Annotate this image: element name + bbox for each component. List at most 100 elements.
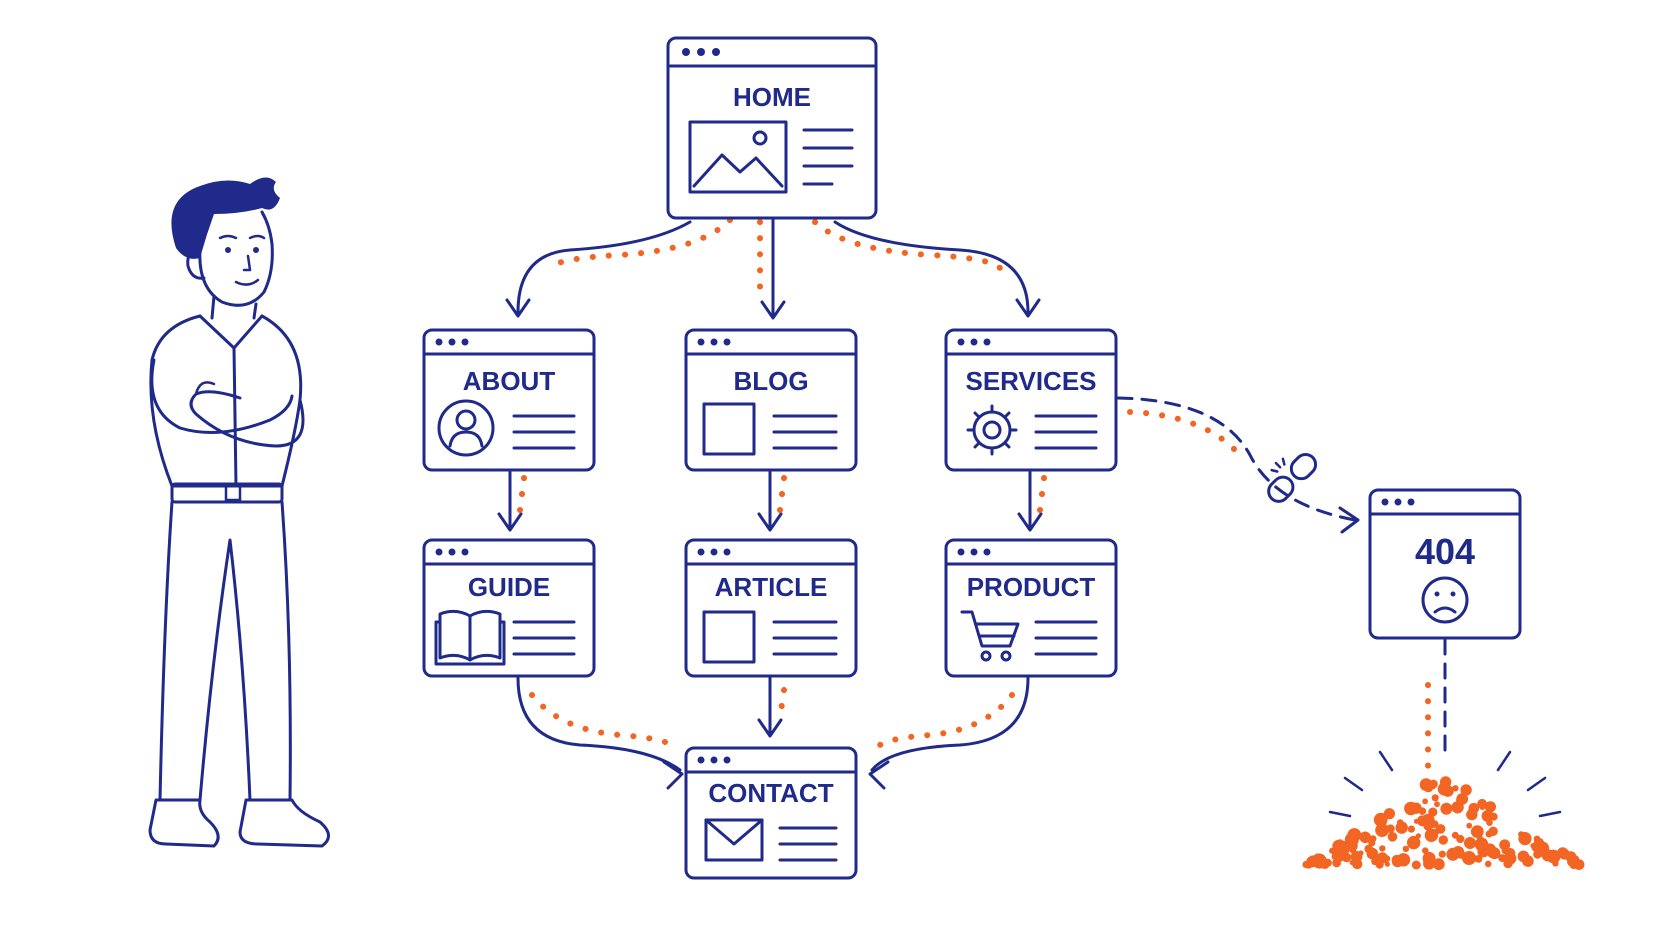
- window-dot: [970, 548, 978, 556]
- crumb: [1416, 815, 1428, 827]
- window-dot: [710, 338, 718, 346]
- crumb: [1518, 831, 1525, 838]
- window-dot: [448, 548, 456, 556]
- belt-buckle: [224, 484, 242, 502]
- text-lines: [512, 414, 576, 450]
- crumb: [1441, 785, 1454, 797]
- eyebrow: [218, 234, 266, 240]
- window-dot: [1381, 498, 1389, 506]
- page-label-blog: BLOG: [733, 366, 808, 396]
- page-card-home: HOME: [666, 36, 878, 220]
- crumb: [1319, 858, 1330, 869]
- trail-guide-contact: [529, 692, 675, 748]
- gear-icon: [966, 404, 1018, 456]
- open-book-icon: [434, 609, 506, 666]
- crumb: [1488, 826, 1498, 836]
- window-dot: [448, 338, 456, 346]
- crumb: [1423, 857, 1436, 870]
- crumb: [1338, 842, 1351, 854]
- crumb: [1314, 853, 1321, 860]
- hand: [194, 381, 216, 396]
- card-frame: [1368, 488, 1522, 640]
- card-frame: [944, 538, 1118, 678]
- crumb: [1460, 784, 1472, 796]
- crumb: [1535, 847, 1546, 857]
- arrowhead-blog: [760, 300, 786, 320]
- crumb: [1422, 798, 1428, 805]
- window-dot: [697, 48, 705, 56]
- crumb: [1407, 825, 1415, 833]
- arm-right: [189, 390, 305, 448]
- shoe-left: [148, 798, 220, 848]
- crumb: [1533, 837, 1545, 849]
- error-code-label: 404: [1415, 531, 1475, 572]
- crumb: [1456, 850, 1466, 859]
- ear: [186, 248, 206, 280]
- trail-article-contact: [777, 687, 787, 721]
- page-label-product: PRODUCT: [967, 572, 1096, 602]
- crumb: [1371, 858, 1378, 866]
- trail-services-404: [1127, 409, 1238, 453]
- crumb: [1438, 850, 1446, 858]
- window-dot: [957, 338, 965, 346]
- window-dot: [682, 48, 690, 56]
- crumb: [1466, 808, 1478, 821]
- hair: [171, 177, 280, 259]
- broken-link-icon: [1267, 452, 1318, 503]
- crumb: [1375, 823, 1389, 837]
- crumb: [1419, 778, 1433, 791]
- page-label-about: ABOUT: [463, 366, 556, 396]
- text-lines: [778, 826, 838, 862]
- crumb: [1422, 847, 1429, 854]
- crumb: [1484, 801, 1496, 813]
- crumb: [1543, 854, 1550, 861]
- crumb: [1407, 835, 1421, 850]
- page-card-about: ABOUT: [422, 328, 596, 472]
- collar: [198, 314, 264, 488]
- crumb: [1431, 794, 1439, 802]
- crumb: [1438, 835, 1449, 845]
- crumb: [1499, 839, 1511, 851]
- image-icon: [688, 120, 788, 194]
- burst-lines: [1328, 750, 1562, 818]
- belt: [170, 482, 284, 504]
- window-dot: [712, 48, 720, 56]
- text-lines: [802, 128, 854, 186]
- crumb: [1411, 860, 1421, 870]
- page-label-guide: GUIDE: [468, 572, 550, 602]
- page-label-article: ARTICLE: [715, 572, 828, 602]
- page-card-article: ARTICLE: [684, 538, 858, 678]
- legs: [158, 500, 292, 802]
- crumb: [1379, 845, 1386, 852]
- page-card-contact: CONTACT: [684, 746, 858, 880]
- window-dot: [957, 548, 965, 556]
- crumb: [1462, 851, 1476, 865]
- window-dot: [435, 548, 443, 556]
- crumb: [1307, 858, 1316, 867]
- page-card-404: 404: [1368, 488, 1522, 640]
- card-frame: [422, 538, 596, 678]
- crumb: [1574, 858, 1581, 864]
- window-dot: [723, 338, 731, 346]
- crumb: [1391, 854, 1403, 866]
- window-dot: [723, 548, 731, 556]
- card-frame: [684, 538, 858, 678]
- arrow-home-about: [516, 220, 692, 314]
- crumb: [1448, 852, 1457, 861]
- trail-services-product: [1037, 475, 1047, 513]
- visitor-trails: [517, 217, 1431, 773]
- crumb: [1489, 812, 1498, 821]
- crumb: [1402, 845, 1410, 852]
- crumb: [1384, 861, 1390, 867]
- crumb: [1433, 828, 1440, 835]
- window-dot: [983, 338, 991, 346]
- crumb: [1430, 820, 1439, 828]
- shopping-cart-icon: [960, 610, 1020, 662]
- crumb: [1364, 844, 1373, 854]
- head: [198, 210, 274, 307]
- window-dot: [710, 756, 718, 764]
- trail-home-about: [545, 217, 733, 271]
- crumb: [1452, 785, 1459, 792]
- crumb: [1383, 808, 1395, 820]
